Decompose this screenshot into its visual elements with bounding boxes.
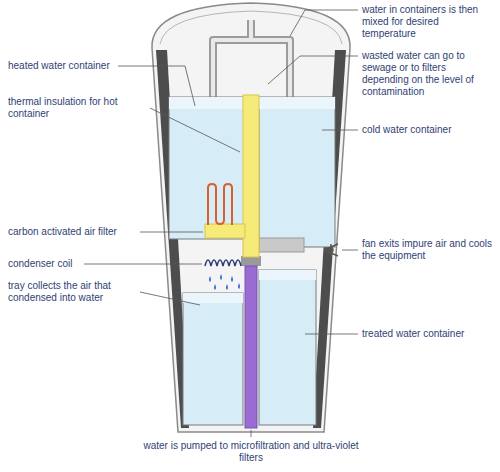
callout-label: wasted water can go to sewage or to filt…: [362, 50, 494, 98]
callout-label: condenser coil: [8, 258, 84, 270]
callout-label: tray collects the air that condensed int…: [8, 280, 140, 304]
callout-label: thermal insulation for hot container: [8, 96, 150, 120]
callout-label: water in containers is then mixed for de…: [362, 4, 494, 40]
callout-label: fan exits impure air and cools the equip…: [362, 238, 494, 262]
callout-label: treated water container: [362, 328, 494, 340]
callout-label: cold water container: [362, 124, 494, 136]
callout-label: water is pumped to microfiltration and u…: [140, 440, 362, 464]
callout-label: carbon activated air filter: [8, 226, 140, 238]
callout-label: heated water container: [8, 60, 120, 72]
